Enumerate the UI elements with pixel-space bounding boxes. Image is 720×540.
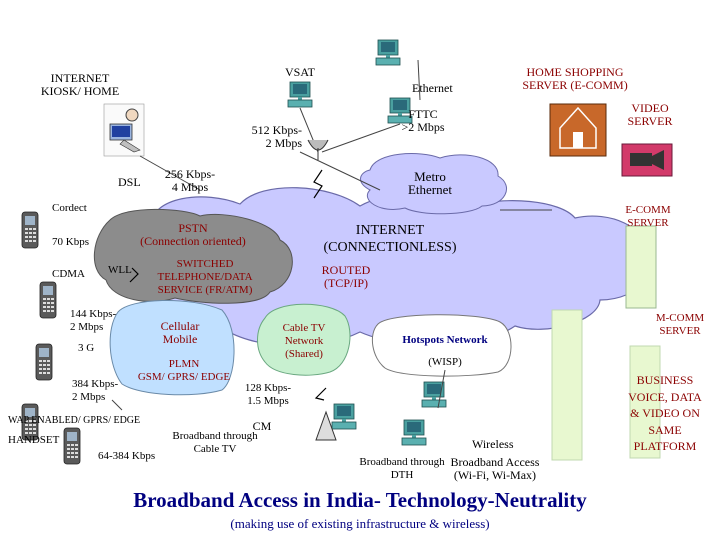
fttc-label: FTTC >2 Mbps (401, 107, 445, 134)
hotspots-cloud (371, 314, 512, 377)
cdma-label: CDMA (52, 268, 86, 280)
cordect-phone-icon (21, 211, 39, 249)
cable-tv-network-label: Cable TV Network (Shared) (282, 322, 326, 360)
broadband-access-label: Broadband Access (Wi-Fi, Wi-Max) (450, 455, 540, 482)
threeg-phone-icon (35, 343, 53, 381)
vsat-pc-icon (287, 81, 313, 108)
business-label: BUSINESS VOICE, DATA & VIDEO ON SAME PLA… (628, 373, 702, 453)
handset-label: HANDSET (8, 434, 60, 446)
rate-64-label: 64-384 Kbps (98, 450, 156, 462)
cm-label: CM (252, 419, 272, 433)
three-g-label: 3 G (78, 342, 95, 354)
home-shopping-label: HOME SHOPPING SERVER (E-COMM) (522, 65, 628, 92)
cellular-cloud (109, 299, 235, 396)
wifi-pc-icon (401, 419, 427, 446)
rate-70-label: 70 Kbps (52, 236, 89, 248)
rate-256-label: 256 Kbps- 4 Mbps (164, 167, 216, 194)
house-icon (549, 103, 607, 157)
lightning-icon (129, 169, 327, 401)
antenna-tower-icon (315, 410, 337, 441)
plmn-label: PLMN GSM/ GPRS/ EDGE (137, 358, 231, 383)
wisp-label: (WISP) (428, 356, 462, 368)
metro-ethernet-label: Metro Ethernet (407, 169, 453, 197)
mcomm-server (551, 309, 583, 461)
ecomm-server (625, 225, 657, 309)
page-title: Broadband Access in India- Technology-Ne… (133, 488, 587, 512)
pstn-label: PSTN (Connection oriented) (140, 221, 246, 248)
satellite-dish-icon (307, 139, 329, 160)
mcomm-server-label: M-COMM SERVER (655, 312, 705, 337)
ecomm-server-label: E-COMM SERVER (625, 204, 671, 229)
metro-ethernet-cloud (360, 153, 508, 215)
business-server (629, 345, 661, 459)
cordect-label: Cordect (52, 202, 87, 214)
dsl-label: DSL (118, 175, 141, 189)
rate-384-label: 384 Kbps- 2 Mbps (72, 378, 119, 403)
wll-label: WLL (108, 264, 132, 276)
video-camera-icon (621, 143, 673, 177)
cabletv-cloud (257, 303, 351, 376)
broadband-cable-label: Broadband through Cable TV (172, 430, 258, 455)
internet-kiosk-label: INTERNET KIOSK/ HOME (40, 71, 120, 98)
hotspots-label: Hotspots Network (402, 334, 488, 346)
vsat-label: VSAT (284, 65, 315, 79)
cellular-label: Cellular Mobile (160, 319, 200, 346)
ethernet-pc-icon (375, 39, 401, 66)
page-subtitle: (making use of existing infrastructure &… (230, 516, 490, 531)
wireless-label: Wireless (472, 437, 514, 451)
ethernet-label: Ethernet (412, 81, 453, 95)
pstn-cloud (93, 208, 293, 304)
cdma-phone-icon (39, 281, 57, 319)
wap-phone-icon (63, 427, 81, 465)
broadband-dth-label: Broadband through DTH (359, 456, 445, 481)
rate-128-label: 128 Kbps- 1.5 Mbps (244, 382, 292, 407)
wap-label: WAP ENABLED/ GPRS/ EDGE (8, 415, 141, 426)
rate-512-label: 512 Kbps- 2 Mbps (251, 123, 302, 150)
rate-144-label: 144 Kbps- 2 Mbps (70, 308, 117, 333)
cm-pc-icon (331, 403, 357, 430)
internet-label: INTERNET (CONNECTIONLESS) (323, 223, 457, 255)
switched-label: SWITCHED TELEPHONE/DATA SERVICE (FR/ATM) (157, 258, 253, 296)
routed-label: ROUTED (TCP/IP) (321, 263, 371, 290)
kiosk-user-icon (103, 103, 145, 157)
video-server-label: VIDEO SERVER (627, 101, 673, 128)
